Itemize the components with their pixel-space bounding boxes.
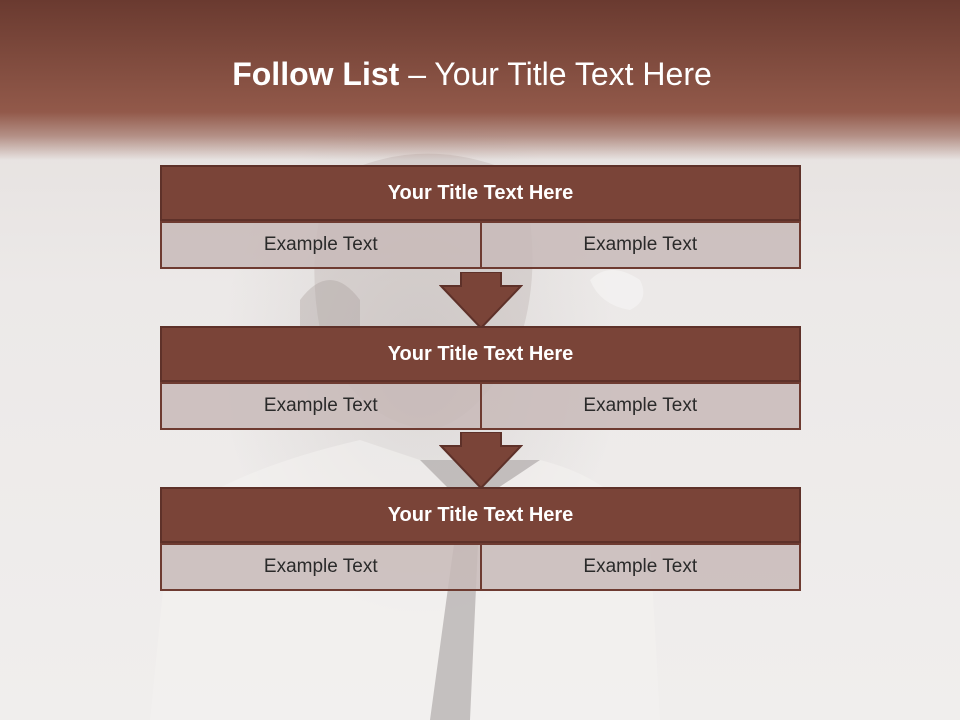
header-band — [0, 0, 960, 160]
list-block-1: Your Title Text Here Example Text Exampl… — [160, 165, 801, 269]
list-block-2: Your Title Text Here Example Text Exampl… — [160, 326, 801, 430]
slide-title-rest: – Your Title Text Here — [408, 56, 712, 92]
down-arrow-icon — [439, 272, 523, 330]
block-title: Your Title Text Here — [160, 487, 801, 543]
block-cell-left: Example Text — [160, 382, 482, 430]
block-row: Example Text Example Text — [160, 221, 801, 269]
block-cell-left: Example Text — [160, 221, 482, 269]
block-title: Your Title Text Here — [160, 326, 801, 382]
slide-title-bold: Follow List — [232, 56, 400, 92]
block-row: Example Text Example Text — [160, 382, 801, 430]
block-cell-left: Example Text — [160, 543, 482, 591]
slide-title: Follow List – Your Title Text Here — [0, 56, 944, 93]
block-title: Your Title Text Here — [160, 165, 801, 221]
block-cell-right: Example Text — [481, 382, 801, 430]
down-arrow-icon — [439, 432, 523, 490]
block-cell-right: Example Text — [481, 543, 801, 591]
block-cell-right: Example Text — [481, 221, 801, 269]
block-row: Example Text Example Text — [160, 543, 801, 591]
list-block-3: Your Title Text Here Example Text Exampl… — [160, 487, 801, 591]
